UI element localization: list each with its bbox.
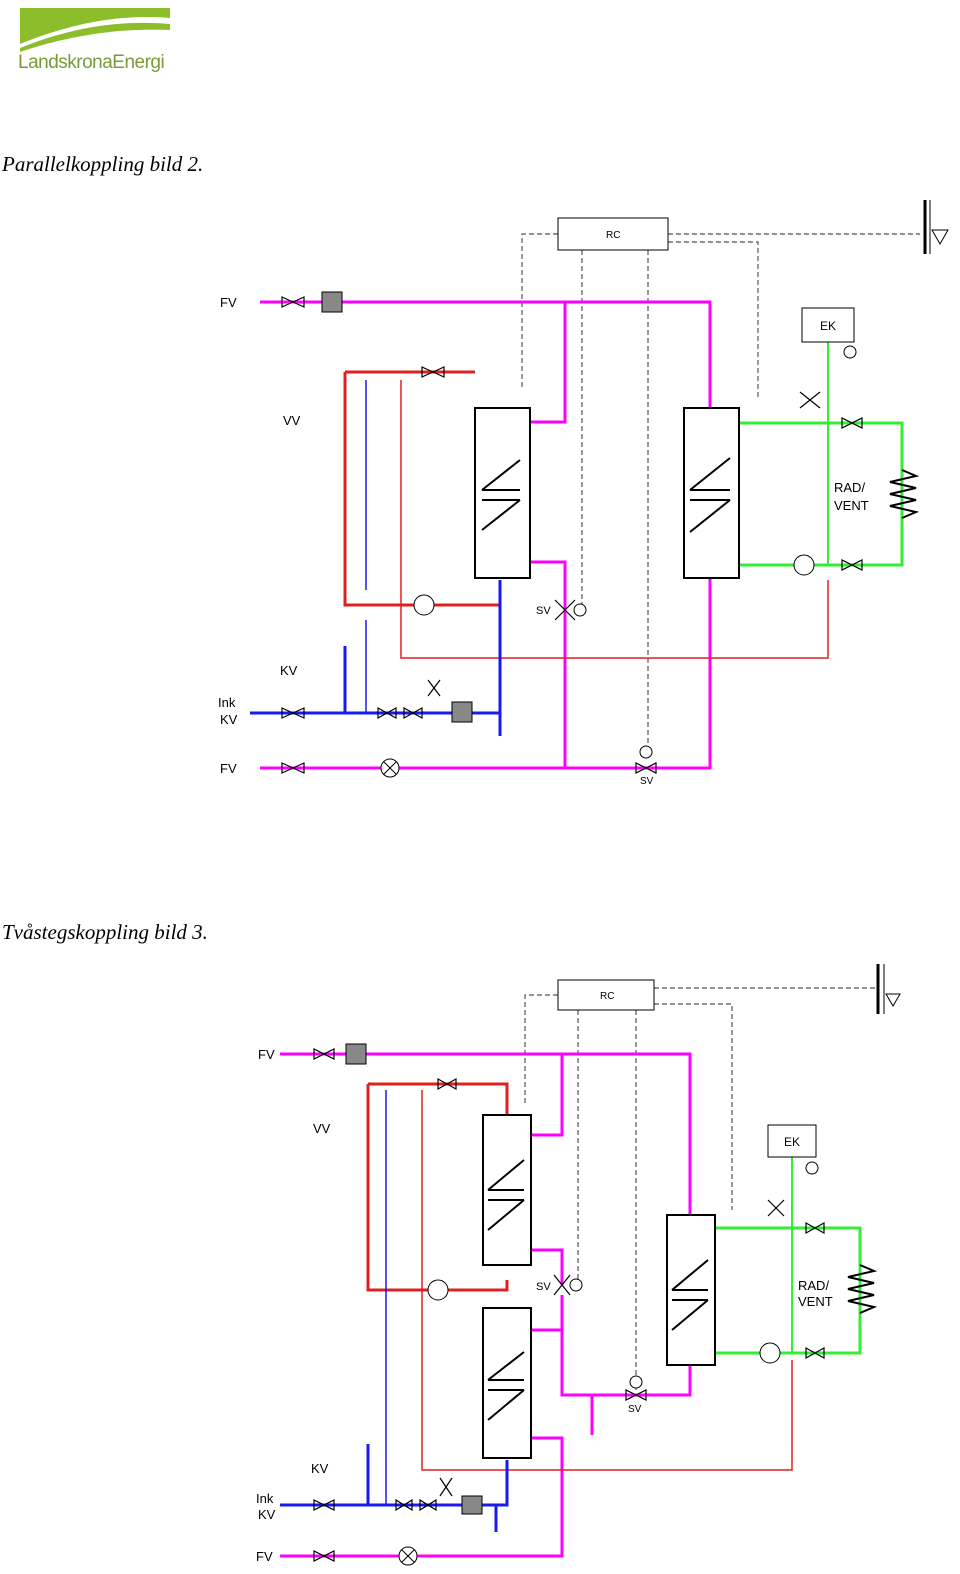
- control-lines: [524, 987, 878, 1390]
- sv-label: SV: [640, 776, 654, 787]
- outdoor-sensor-icon: [876, 964, 901, 1014]
- fv-return-label: FV: [220, 761, 237, 776]
- vv-label: VV: [313, 1121, 331, 1136]
- kv-label: KV: [280, 663, 298, 678]
- logo-text: LandskronaEnergi: [18, 52, 165, 73]
- gauge-icon: [843, 345, 857, 359]
- filter-icon: [345, 1043, 367, 1065]
- pump-icon: [427, 1279, 449, 1301]
- radiator-icon: [889, 469, 920, 519]
- filter-icon: [321, 291, 343, 313]
- fv-supply-label: FV: [258, 1047, 275, 1062]
- ink-kv-label: KV: [220, 712, 238, 727]
- heat-exchanger-heating: [666, 1214, 716, 1366]
- pump-icon: [413, 594, 435, 616]
- actuator-icon: [569, 1278, 583, 1292]
- rc-controller-box: [557, 979, 655, 1011]
- pump-icon: [793, 554, 815, 576]
- heating-circuit-pipes: [715, 1226, 862, 1355]
- heat-exchanger-stage2: [482, 1307, 532, 1459]
- caption-two-stage: Tvåstegskoppling bild 3.: [2, 920, 208, 944]
- actuator-icon: [639, 745, 653, 759]
- rad-label: RAD/: [834, 480, 865, 495]
- filter-icon: [461, 1495, 483, 1515]
- actuator-icon: [573, 603, 587, 617]
- sv-label: SV: [536, 1281, 551, 1293]
- caption-parallel: Parallelkoppling bild 2.: [2, 152, 204, 176]
- ek-expansion-box: [801, 307, 855, 343]
- valve-icons: [281, 296, 863, 774]
- heat-exchanger-heating: [683, 407, 740, 579]
- cold-water-pipes: [280, 1444, 509, 1532]
- valve-icons: [313, 1048, 825, 1562]
- rc-label: RC: [606, 230, 620, 241]
- fv-supply-label: FV: [220, 295, 237, 310]
- cold-water-pipes: [250, 580, 502, 736]
- pump-icon: [759, 1342, 781, 1364]
- outdoor-sensor-icon: [923, 200, 949, 254]
- ink-label: Ink: [218, 695, 236, 710]
- rc-label: RC: [600, 991, 614, 1002]
- heating-circuit-pipes: [740, 421, 904, 567]
- filter-icon: [451, 701, 473, 723]
- gauge-icon: [805, 1161, 819, 1175]
- kv-label: KV: [311, 1461, 329, 1476]
- ek-label: EK: [784, 1135, 800, 1149]
- actuator-icon: [629, 1375, 643, 1389]
- sv-label: SV: [628, 1404, 642, 1415]
- vv-label: VV: [283, 413, 301, 428]
- rc-controller-box: [557, 217, 669, 251]
- landskrona-energi-logo: [14, 4, 184, 84]
- ek-expansion-box: [767, 1124, 817, 1158]
- vent-label: VENT: [798, 1294, 833, 1309]
- logo-swoosh-icon: [20, 8, 170, 52]
- diagram-two-stage: RC EK: [256, 964, 901, 1566]
- diagram-parallel: RC EK: [218, 200, 949, 787]
- heat-exchanger-stage1: [482, 1114, 532, 1266]
- radiator-icon: [847, 1264, 878, 1314]
- rad-label: RAD/: [798, 1278, 829, 1293]
- vent-label: VENT: [834, 498, 869, 513]
- sv-label: SV: [536, 605, 551, 617]
- ink-label: Ink: [256, 1491, 274, 1506]
- ek-label: EK: [820, 319, 836, 333]
- fv-return-label: FV: [256, 1549, 273, 1564]
- heat-exchanger-vv: [474, 407, 531, 579]
- ink-kv-label: KV: [258, 1507, 276, 1522]
